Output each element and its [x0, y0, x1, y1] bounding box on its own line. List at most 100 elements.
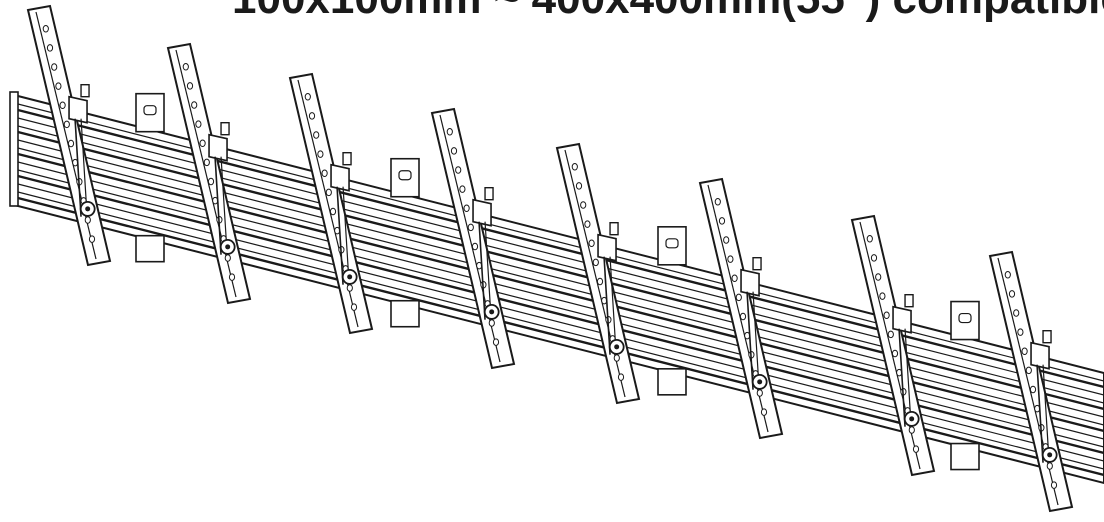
bracket-hook-plate: [472, 198, 492, 227]
bracket-strap: [74, 118, 82, 217]
bracket-hook-plate: [330, 163, 350, 192]
bracket-hole: [870, 254, 878, 262]
bracket-hole: [912, 445, 920, 453]
bracket-hole: [1008, 290, 1016, 298]
bracket-hole: [471, 242, 479, 251]
bracket-hole: [67, 139, 75, 148]
bracket-hole: [714, 198, 721, 206]
standoff-lower-plate: [657, 368, 687, 396]
rail-channel-line: [13, 173, 1104, 455]
rail-channel-line: [13, 182, 1104, 462]
standoff-slot: [958, 312, 972, 324]
bracket-strap: [1036, 364, 1044, 463]
bracket-hole: [866, 235, 873, 243]
tilt-bracket: [555, 142, 641, 405]
bracket-hole: [350, 303, 358, 311]
bracket-hole: [59, 101, 66, 109]
bracket-hook-plate: [597, 233, 617, 262]
bracket-hole: [908, 426, 915, 434]
standoff-lower-plate: [135, 234, 165, 263]
bracket-pivot-bolt: [489, 309, 495, 315]
bracket-hole: [42, 25, 49, 33]
bracket-pivot-bolt: [347, 274, 353, 280]
bracket-hole: [584, 220, 591, 228]
bracket-strap: [214, 156, 222, 255]
tilt-bracket: [26, 4, 112, 267]
rail-channel-line: [13, 138, 1104, 418]
bracket-lock-knob: [904, 294, 914, 308]
rail-channel-line: [13, 129, 1104, 411]
bracket-pivot-bolt: [225, 244, 231, 250]
bracket-hole: [735, 293, 742, 302]
wall-standoffs: [135, 92, 980, 471]
standoff-slot: [398, 170, 412, 181]
bracket-arm: [698, 177, 784, 440]
bracket-hole: [1029, 385, 1037, 394]
bracket-strap: [478, 221, 486, 320]
bracket-hole: [488, 319, 495, 327]
standoff-slot: [665, 238, 679, 249]
bracket-lock-knob: [80, 83, 90, 98]
bracket-strap: [746, 291, 754, 390]
bracket-hole: [191, 101, 198, 109]
bracket-hole: [883, 311, 890, 319]
bracket-hole: [580, 201, 587, 209]
bracket-arm: [430, 107, 516, 370]
bracket-hole: [182, 63, 189, 71]
bracket-strap: [220, 156, 228, 253]
bracket-hole: [891, 349, 899, 358]
bracket-hook-plate: [892, 305, 912, 334]
bracket-hole: [731, 274, 738, 282]
horizontal-rail: [9, 91, 1104, 485]
bracket-hole: [723, 236, 730, 244]
bracket-hole: [199, 139, 206, 147]
bracket-strap: [609, 256, 617, 353]
bracket-pivot-bolt: [85, 206, 91, 212]
bracket-hole: [304, 93, 311, 101]
bracket-arm: [288, 72, 374, 335]
bracket-hole: [727, 255, 734, 263]
tilt-bracket: [698, 177, 784, 440]
bracket-strap: [904, 328, 912, 425]
bracket-hole: [88, 235, 96, 243]
bracket-hole: [228, 273, 236, 281]
bracket-hole: [718, 217, 726, 225]
bracket-hole: [756, 389, 763, 397]
bracket-hole: [46, 44, 54, 52]
bracket-arm: [850, 214, 936, 477]
bracket-lock-knob: [342, 151, 352, 166]
bracket-hole: [571, 163, 578, 171]
bracket-strap: [1042, 364, 1050, 461]
bracket-hole: [325, 188, 332, 197]
bracket-arm: [26, 4, 112, 267]
bracket-hole: [186, 82, 194, 90]
bracket-pivot-bolt: [614, 344, 620, 350]
bracket-hole: [467, 223, 474, 232]
bracket-hole: [1017, 328, 1024, 336]
tilt-bracket: [988, 250, 1074, 513]
bracket-hole: [879, 292, 886, 300]
bracket-hole: [308, 112, 316, 120]
bracket-hook-plate: [68, 95, 88, 124]
bracket-hole: [84, 216, 91, 224]
bracket-pivot-bolt: [757, 379, 763, 385]
bracket-strap: [898, 328, 906, 427]
bracket-hole: [313, 131, 320, 139]
bracket-hole: [329, 207, 337, 216]
bracket-hole: [51, 63, 58, 71]
bracket-hole: [203, 158, 210, 167]
bracket-hole: [592, 258, 599, 267]
bracket-hole: [492, 338, 500, 346]
bracket-hook-plate: [208, 133, 228, 162]
bracket-hole: [346, 284, 353, 292]
bracket-strap: [484, 221, 492, 318]
bracket-hook-plate: [740, 268, 760, 297]
standoff-lower-plate: [950, 442, 980, 471]
rail-channel-line: [13, 168, 1104, 448]
bracket-hole: [588, 239, 595, 247]
bracket-hole: [1025, 366, 1032, 375]
bracket-strap: [342, 186, 350, 283]
rail-end-cap: [9, 91, 19, 207]
bracket-hole: [450, 147, 458, 155]
